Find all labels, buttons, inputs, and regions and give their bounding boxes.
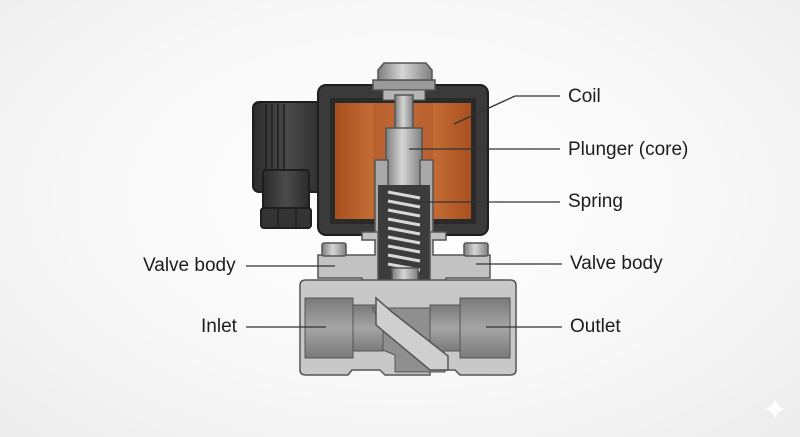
label-valve-body-right: Valve body: [570, 253, 663, 274]
plunger: [385, 127, 423, 189]
label-valve-body-left: Valve body: [143, 255, 236, 276]
label-spring: Spring: [568, 191, 623, 212]
electrical-connector: [252, 101, 324, 229]
valve-body-flange: [317, 231, 491, 291]
outlet-bore: [459, 297, 511, 359]
sparkle-icon: [765, 399, 785, 419]
label-outlet: Outlet: [570, 316, 621, 337]
inlet-bore: [304, 297, 354, 359]
label-inlet: Inlet: [201, 316, 237, 337]
label-coil: Coil: [568, 86, 601, 107]
valve-body: [299, 279, 517, 376]
leader-lines: [246, 95, 562, 328]
spring: [387, 190, 421, 272]
label-plunger: Plunger (core): [568, 139, 689, 160]
